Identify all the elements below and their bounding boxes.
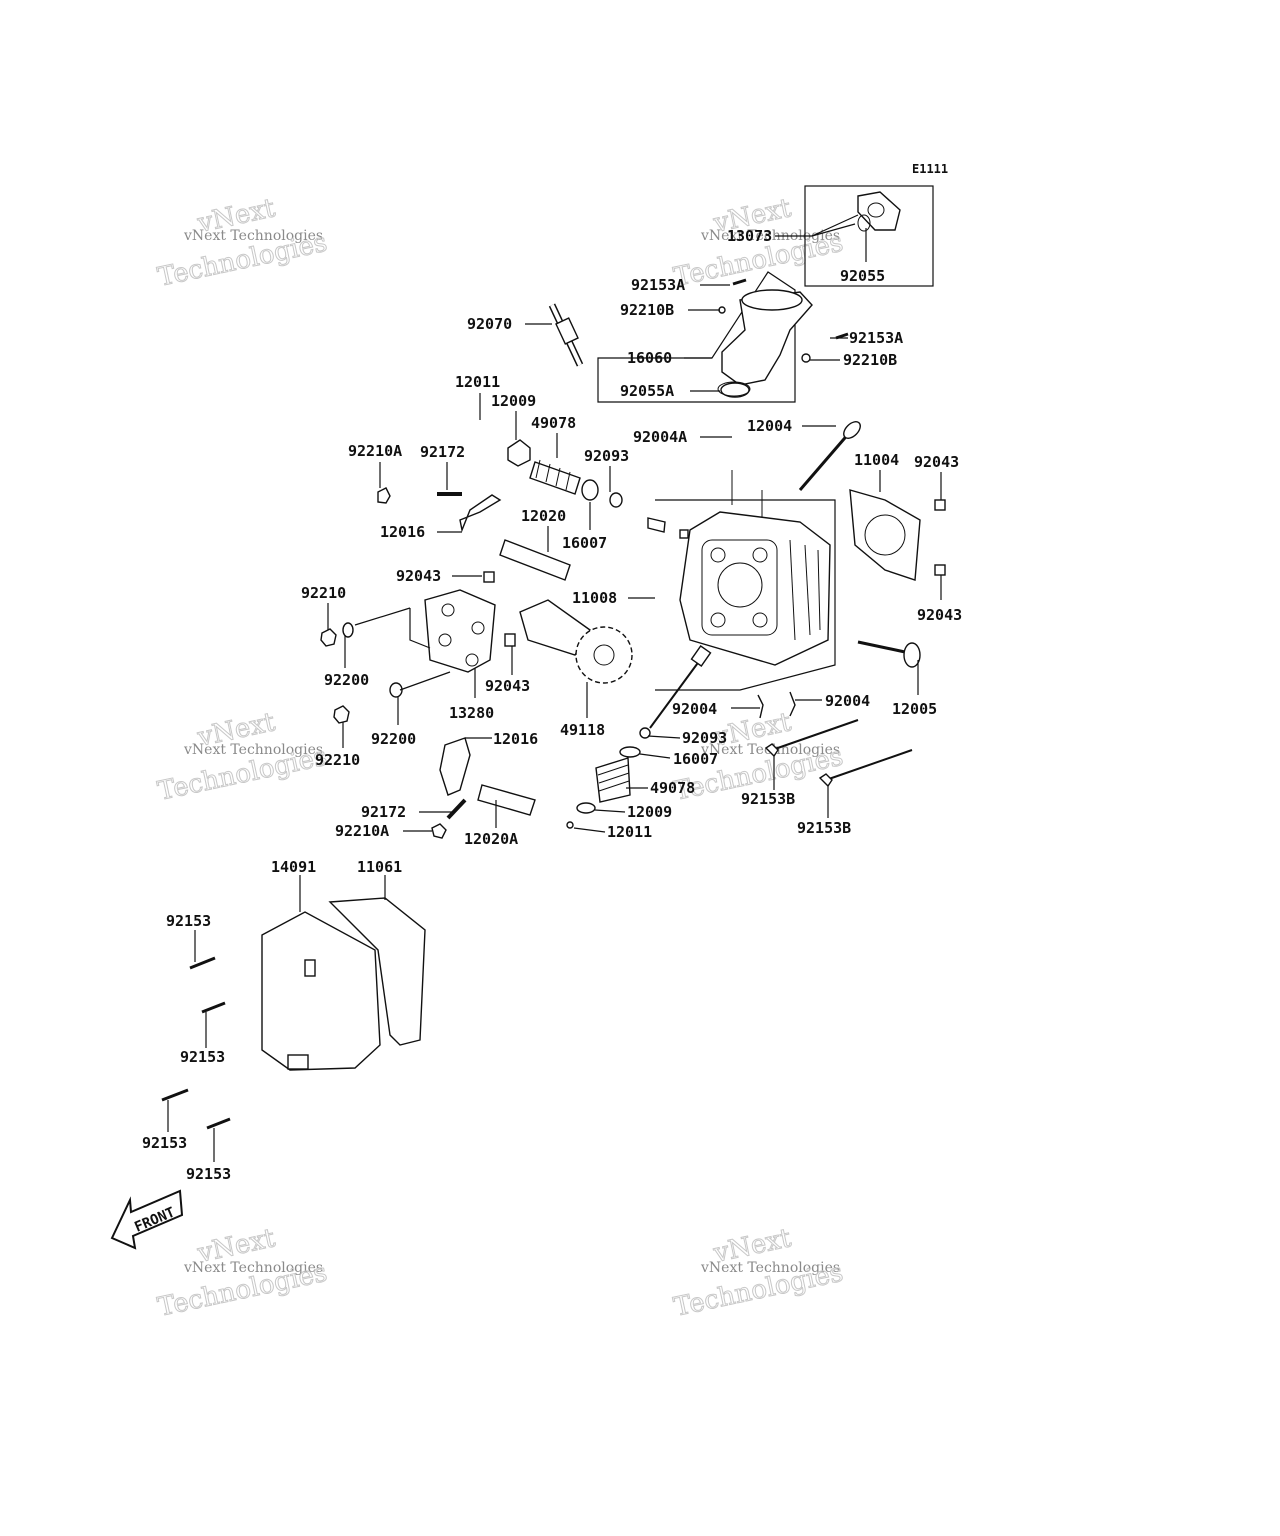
callout-label: 92043 <box>917 606 962 624</box>
callout-label: 16007 <box>562 534 607 552</box>
callout-label: 11061 <box>357 858 402 876</box>
insulator-part <box>857 191 901 232</box>
rocker-arm-lower-part <box>431 737 536 839</box>
callout-label: 12004 <box>747 417 792 435</box>
spark-plug-part <box>548 303 584 367</box>
callout-label: 12005 <box>892 700 937 718</box>
exhaust-valve-part <box>798 421 861 491</box>
callout-labels: 12011 12009 49078 92093 92210A 92172 120… <box>142 227 962 1183</box>
callout-label: 92070 <box>467 315 512 333</box>
valve-cotter-parts <box>757 691 796 719</box>
svg-text:vNext Technologies: vNext Technologies <box>700 1260 840 1276</box>
camshaft-holder-part <box>424 589 496 673</box>
intake-pipe-part <box>720 289 813 398</box>
upper-valve-spring-parts <box>507 439 689 539</box>
callout-label: 12016 <box>380 523 425 541</box>
cover-bolt-parts <box>161 956 231 1130</box>
leader-lines <box>167 214 942 1162</box>
stud-bolt-parts <box>764 719 913 788</box>
rocker-arm-upper-part <box>459 494 571 581</box>
callout-label: 12011 <box>607 823 652 841</box>
callout-label: 92210A <box>335 822 389 840</box>
callout-label: 92210B <box>620 301 674 319</box>
group-boxes <box>597 185 934 691</box>
callout-label: 49118 <box>560 721 605 739</box>
callout-label: 92210A <box>348 442 402 460</box>
svg-text:vNext Technologies: vNext Technologies <box>183 742 323 758</box>
callout-label: 49078 <box>650 779 695 797</box>
callout-label: 92055 <box>840 267 885 285</box>
callout-label: 92153 <box>180 1048 225 1066</box>
callout-label: 49078 <box>531 414 576 432</box>
watermark-bottom-left: vNext Technologies vNext Technologies <box>155 1223 331 1324</box>
watermark-top-left: vNext Technologies vNext Technologies <box>155 193 331 294</box>
callout-label: 92210B <box>843 351 897 369</box>
callout-label: 92172 <box>361 803 406 821</box>
bolt-parts-top <box>717 278 849 397</box>
callout-label: 16060 <box>627 349 672 367</box>
callout-label: 92210 <box>315 751 360 769</box>
callout-label: 92055A <box>620 382 674 400</box>
callout-label: 92093 <box>584 447 629 465</box>
callout-label: 16007 <box>673 750 718 768</box>
callout-label: 92153 <box>142 1134 187 1152</box>
callout-label: 14091 <box>271 858 316 876</box>
nut-washer-parts <box>320 487 462 724</box>
callout-label: 11008 <box>572 589 617 607</box>
callout-label: 92004 <box>825 692 870 710</box>
callout-label: 92093 <box>682 729 727 747</box>
dowel-pin-parts <box>483 499 946 647</box>
callout-label: 92004A <box>633 428 687 446</box>
callout-label: 12009 <box>627 803 672 821</box>
head-cover-part <box>261 897 426 1071</box>
callout-label: 92153B <box>741 790 795 808</box>
watermark-mid-left: vNext Technologies vNext Technologies <box>155 707 331 808</box>
cylinder-head-part <box>679 511 831 666</box>
svg-text:vNext Technologies: vNext Technologies <box>183 1260 323 1276</box>
callout-label: 92153A <box>849 329 903 347</box>
callout-label: 92210 <box>301 584 346 602</box>
callout-label: 92153 <box>166 912 211 930</box>
callout-label: 13073 <box>727 227 772 245</box>
lower-valve-spring-parts <box>566 645 712 829</box>
callout-label: 92172 <box>420 443 465 461</box>
front-direction-arrow: FRONT <box>110 1189 184 1250</box>
diagram-code: E1111 <box>912 162 948 176</box>
callout-label: 12016 <box>493 730 538 748</box>
callout-label: 12020A <box>464 830 518 848</box>
callout-label: 13280 <box>449 704 494 722</box>
camshaft-sprocket-part <box>519 599 633 684</box>
callout-label: 12011 <box>455 373 500 391</box>
callout-label: 92004 <box>672 700 717 718</box>
callout-label: 92043 <box>914 453 959 471</box>
callout-label: 92043 <box>485 677 530 695</box>
callout-label: 92200 <box>324 671 369 689</box>
callout-label: 92153B <box>797 819 851 837</box>
callout-label: 12020 <box>521 507 566 525</box>
callout-label: 92153A <box>631 276 685 294</box>
callout-label: 92200 <box>371 730 416 748</box>
callout-label: 92043 <box>396 567 441 585</box>
callout-label: 92153 <box>186 1165 231 1183</box>
svg-text:vNext Technologies: vNext Technologies <box>183 228 323 244</box>
callout-label: 11004 <box>854 451 899 469</box>
callout-label: 12009 <box>491 392 536 410</box>
intake-valve-part <box>857 640 921 668</box>
watermark-bottom-right: vNext Technologies vNext Technologies <box>671 1223 847 1324</box>
head-gasket-part <box>849 489 921 581</box>
